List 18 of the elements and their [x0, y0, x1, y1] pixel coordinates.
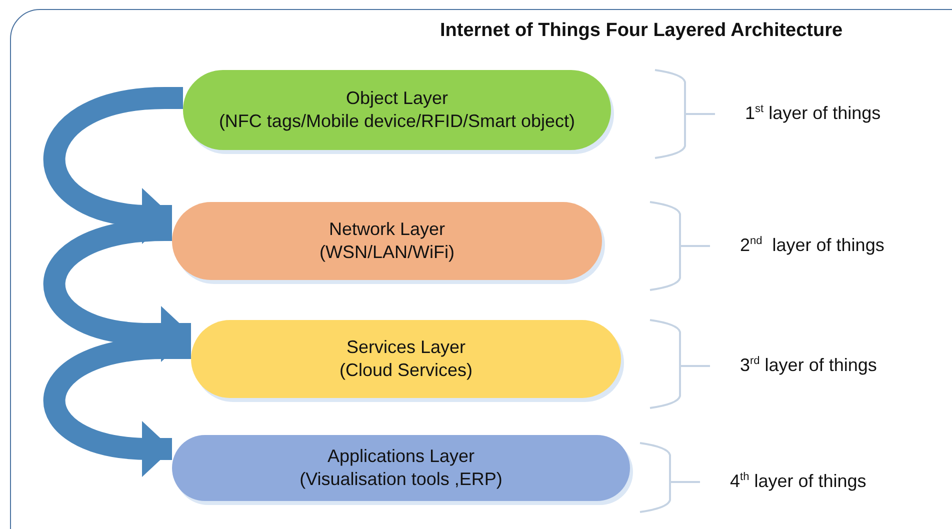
layer-caption: 4$^{th}$ layer of things	[730, 472, 866, 490]
layer-name: Services Layer	[346, 336, 466, 359]
layer-caption: 3$^{rd}$ layer of things	[740, 356, 877, 374]
layer-box	[191, 320, 621, 398]
layer-caption: 2$^{nd}$ layer of things	[740, 236, 884, 254]
layer-box	[172, 202, 602, 280]
layer-caption: 1$^{st}$ layer of things	[745, 104, 881, 122]
layer-examples: (Cloud Services)	[339, 359, 473, 382]
layer-box	[183, 70, 611, 150]
diagram-title: Internet of Things Four Layered Architecture	[440, 20, 843, 42]
layer-box	[172, 435, 630, 501]
layer-examples: (WSN/LAN/WiFi)	[320, 241, 454, 264]
layer-name: Applications Layer	[327, 444, 475, 468]
layer-examples: (NFC tags/Mobile device/RFID/Smart object)	[218, 110, 576, 133]
curved-arrow	[44, 87, 183, 244]
layer-examples: (Visualisation tools ,ERP)	[300, 468, 502, 491]
layer-name: Network Layer	[328, 218, 446, 241]
layer-name: Object Layer	[346, 86, 448, 110]
